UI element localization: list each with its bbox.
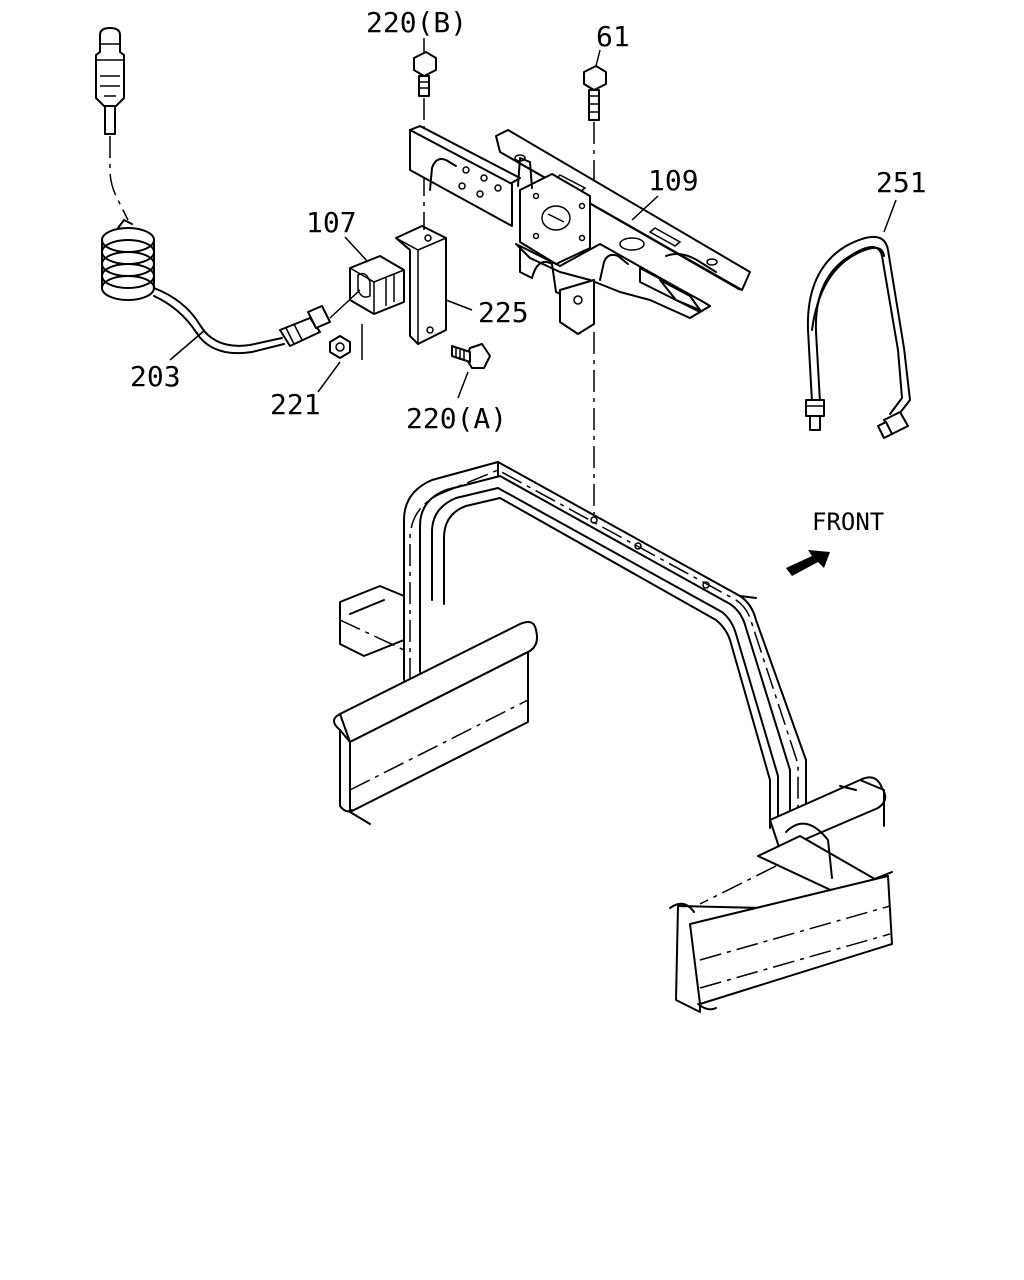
label-front: FRONT <box>812 508 884 536</box>
bracket-225 <box>395 225 473 345</box>
label-107: 107 <box>306 206 357 239</box>
cable-assembly-203 <box>95 27 331 361</box>
frame-crossmember <box>333 461 893 1013</box>
hose-251 <box>805 199 911 439</box>
label-221: 221 <box>270 388 321 421</box>
front-arrow-icon <box>786 550 830 576</box>
bolt-220a <box>451 343 491 399</box>
sensor-107 <box>329 236 405 360</box>
label-61: 61 <box>596 20 630 53</box>
label-225: 225 <box>478 296 529 329</box>
part-labels: 220(B) 61 109 251 107 225 203 221 220(A)… <box>130 6 927 536</box>
label-220a: 220(A) <box>406 402 507 435</box>
label-109: 109 <box>648 164 699 197</box>
label-251: 251 <box>876 166 927 199</box>
bracket-109 <box>409 125 751 335</box>
bolt-61 <box>583 49 607 196</box>
label-220b: 220(B) <box>366 6 467 39</box>
nut-221 <box>317 335 351 393</box>
label-203: 203 <box>130 360 181 393</box>
